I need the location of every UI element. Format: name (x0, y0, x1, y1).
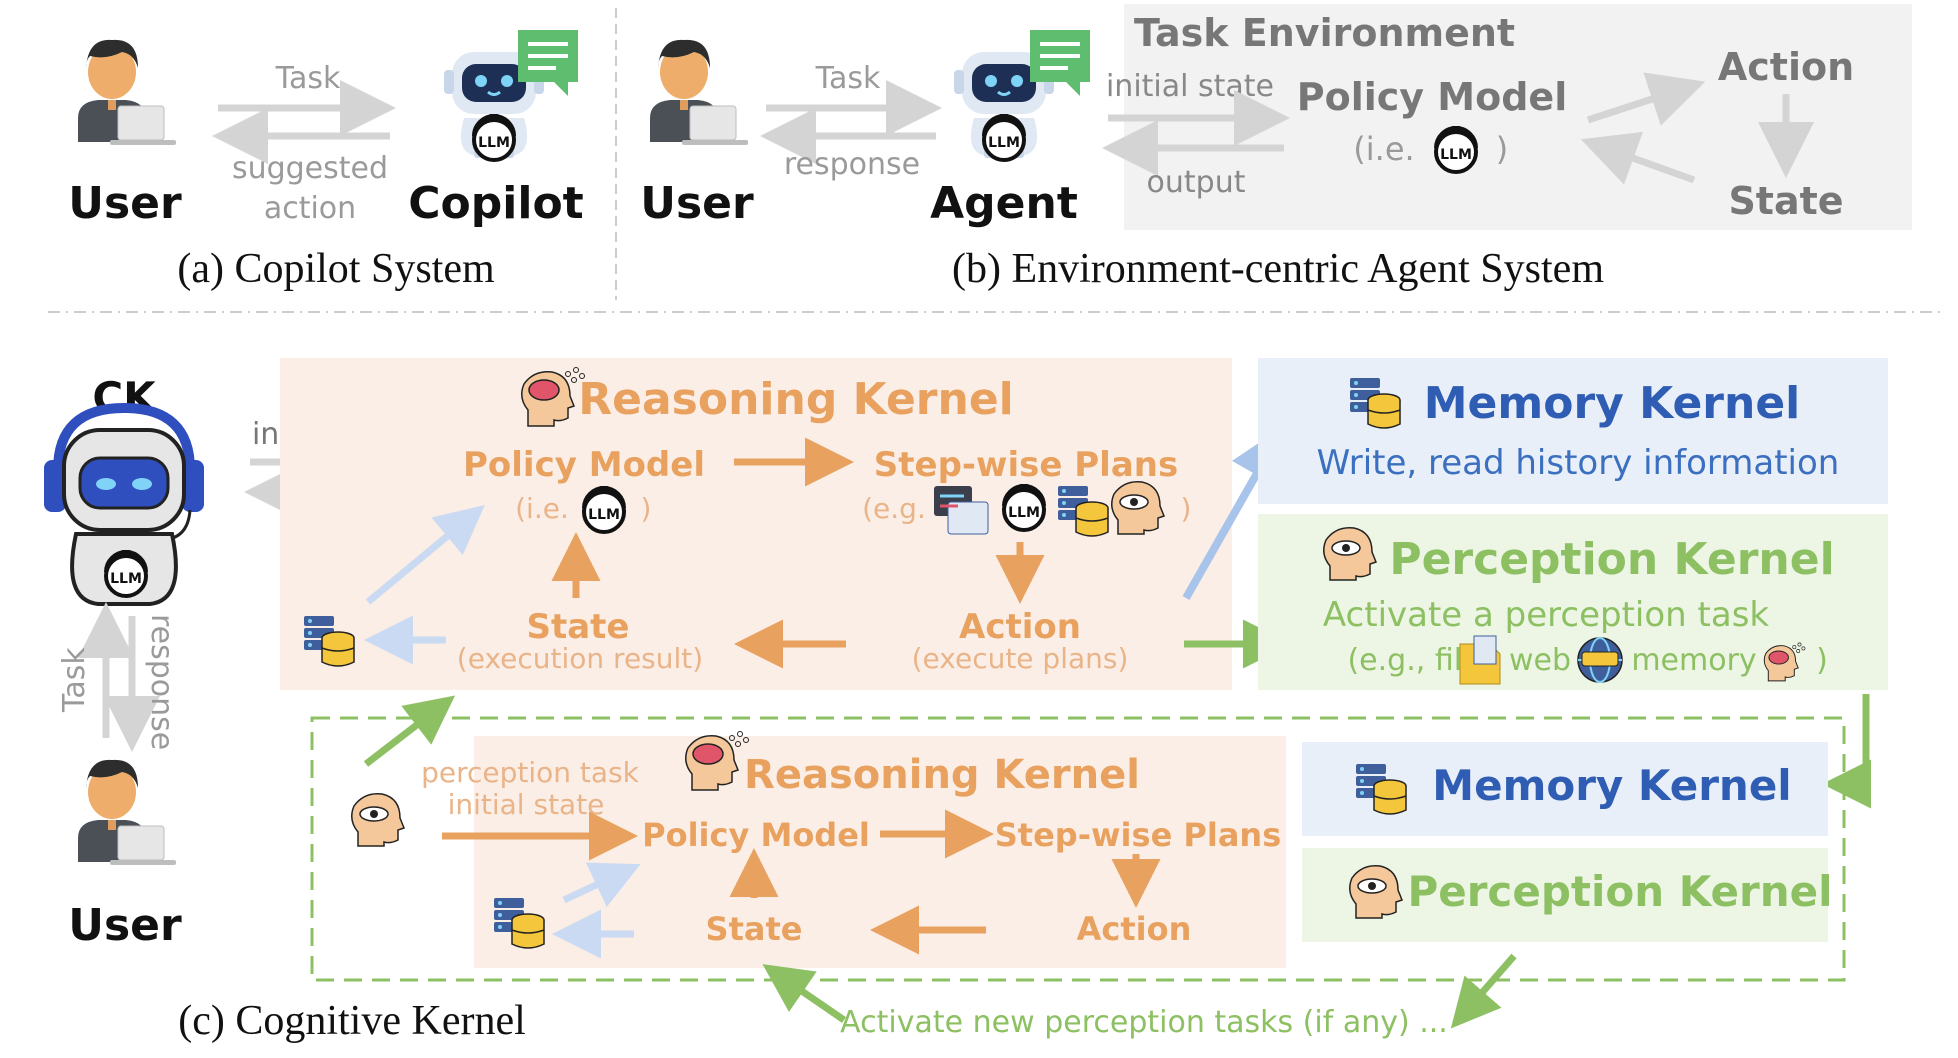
ie-suffix: ) (641, 492, 652, 525)
chat-bubble-icon (1030, 30, 1090, 96)
action-label: Action (959, 607, 1081, 647)
initial-state-label: initial state (1106, 69, 1274, 104)
reasoning-kernel-title: Reasoning Kernel (578, 374, 1014, 425)
llm-badge-text: LLM (110, 571, 142, 587)
perception-kernel-title: Perception Kernel (1407, 867, 1832, 916)
code-icon (934, 486, 989, 535)
policy-model-label: Policy Model (642, 816, 870, 854)
perception-initial-state-label: initial state (448, 788, 605, 821)
user-icon (77, 39, 177, 146)
subtask-to-state-arrow (363, 695, 456, 767)
eg-suffix: ) (1181, 492, 1192, 525)
task-label: Task (57, 647, 92, 713)
state-sub-label: (execution result) (457, 642, 703, 675)
caption-b: (b) Environment-centric Agent System (952, 246, 1604, 292)
state-label: State (527, 607, 630, 647)
user-icon (77, 759, 177, 866)
suggested-label: suggested (232, 151, 388, 186)
memory-to-policy-arrow (365, 505, 485, 605)
state-label: State (1728, 179, 1843, 223)
chat-bubble-icon (518, 30, 578, 96)
action-label: Action (1718, 45, 1854, 89)
policy-model-label: Policy Model (463, 445, 705, 485)
eg-memory: memory (1631, 643, 1756, 678)
perception-task-label: perception task (421, 756, 640, 789)
eg-suffix: ) (1816, 643, 1828, 678)
panel-b: Task Environment User Task response LLM … (640, 4, 1912, 292)
ie-suffix: ) (1496, 130, 1508, 168)
globe-icon (1577, 637, 1623, 683)
memory-kernel-title: Memory Kernel (1424, 378, 1801, 429)
task-label: Task (815, 61, 881, 96)
eg-prefix: (e.g., file (1347, 643, 1480, 678)
output-label: output (1147, 165, 1246, 200)
perception-to-subtask-arrow (1822, 694, 1871, 809)
activate-new-label: Activate new perception tasks (if any) .… (840, 1005, 1448, 1040)
agent-label: Agent (930, 178, 1078, 229)
memory-to-policy-arrow (562, 862, 641, 908)
policy-model-label: Policy Model (1297, 75, 1567, 119)
activate-new-arrow-in (1450, 953, 1517, 1029)
task-label: Task (275, 61, 341, 96)
memory-kernel-title: Memory Kernel (1432, 761, 1791, 810)
llm-badge-text: LLM (1440, 147, 1472, 163)
llm-badge-text: LLM (1008, 505, 1040, 521)
user-label: User (640, 178, 754, 229)
copilot-label: Copilot (408, 178, 583, 229)
panel-a: User Task suggested action LLM Copilot (… (68, 30, 584, 292)
llm-badge-text: LLM (588, 507, 620, 523)
file-icon (1459, 635, 1501, 685)
stepwise-plans-label: Step-wise Plans (995, 816, 1282, 854)
caption-a: (a) Copilot System (177, 246, 495, 292)
task-environment-title: Task Environment (1134, 11, 1515, 55)
user-icon (649, 39, 749, 146)
response-label: response (144, 614, 179, 750)
eg-prefix: (e.g. (862, 492, 926, 525)
llm-badge-text: LLM (988, 135, 1020, 151)
perception-kernel-subtitle: Activate a perception task (1323, 595, 1770, 635)
stepwise-plans-label: Step-wise Plans (874, 445, 1178, 485)
panel-c: CK LLM Task response User initial state … (44, 358, 1888, 1044)
action-label: Action (1077, 910, 1192, 948)
ie-prefix: (i.e. (515, 492, 569, 525)
user-label: User (68, 900, 182, 951)
action-sub-label: (execute plans) (912, 642, 1129, 675)
perception-subtask-region (310, 716, 1846, 982)
policy-to-action-arrow (1586, 72, 1706, 126)
reasoning-kernel-title: Reasoning Kernel (744, 752, 1140, 798)
perception-kernel-title: Perception Kernel (1389, 534, 1834, 585)
caption-c: (c) Cognitive Kernel (178, 998, 526, 1044)
activate-new-arrow-out (762, 964, 846, 1023)
state-to-policy-arrow (1580, 131, 1696, 185)
response-label: response (784, 147, 920, 182)
state-label: State (706, 910, 803, 948)
action-label: action (264, 191, 356, 226)
eg-web: web (1509, 643, 1571, 678)
perception-head-icon (351, 793, 405, 847)
ie-prefix: (i.e. (1353, 130, 1414, 168)
llm-badge-text: LLM (478, 135, 510, 151)
user-label: User (68, 178, 182, 229)
memory-kernel-subtitle: Write, read history information (1317, 443, 1840, 483)
